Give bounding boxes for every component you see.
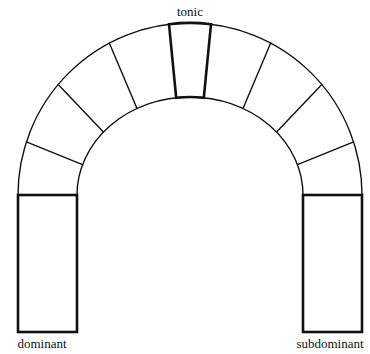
stone-joint [58,84,103,132]
arch-label: tonic [177,4,203,19]
arch-label: dominant [17,336,66,351]
stone-joint [109,43,137,108]
stone-joint [298,142,354,165]
pillar [18,195,77,332]
keystone [169,23,211,98]
stone-joint [26,142,82,165]
arch-inner-curve [77,97,303,195]
stone-joint [243,43,271,108]
pillar [303,195,362,332]
arch-label: subdominant [296,336,363,351]
arch-outer-curve [18,23,362,195]
stone-joint [277,84,322,132]
